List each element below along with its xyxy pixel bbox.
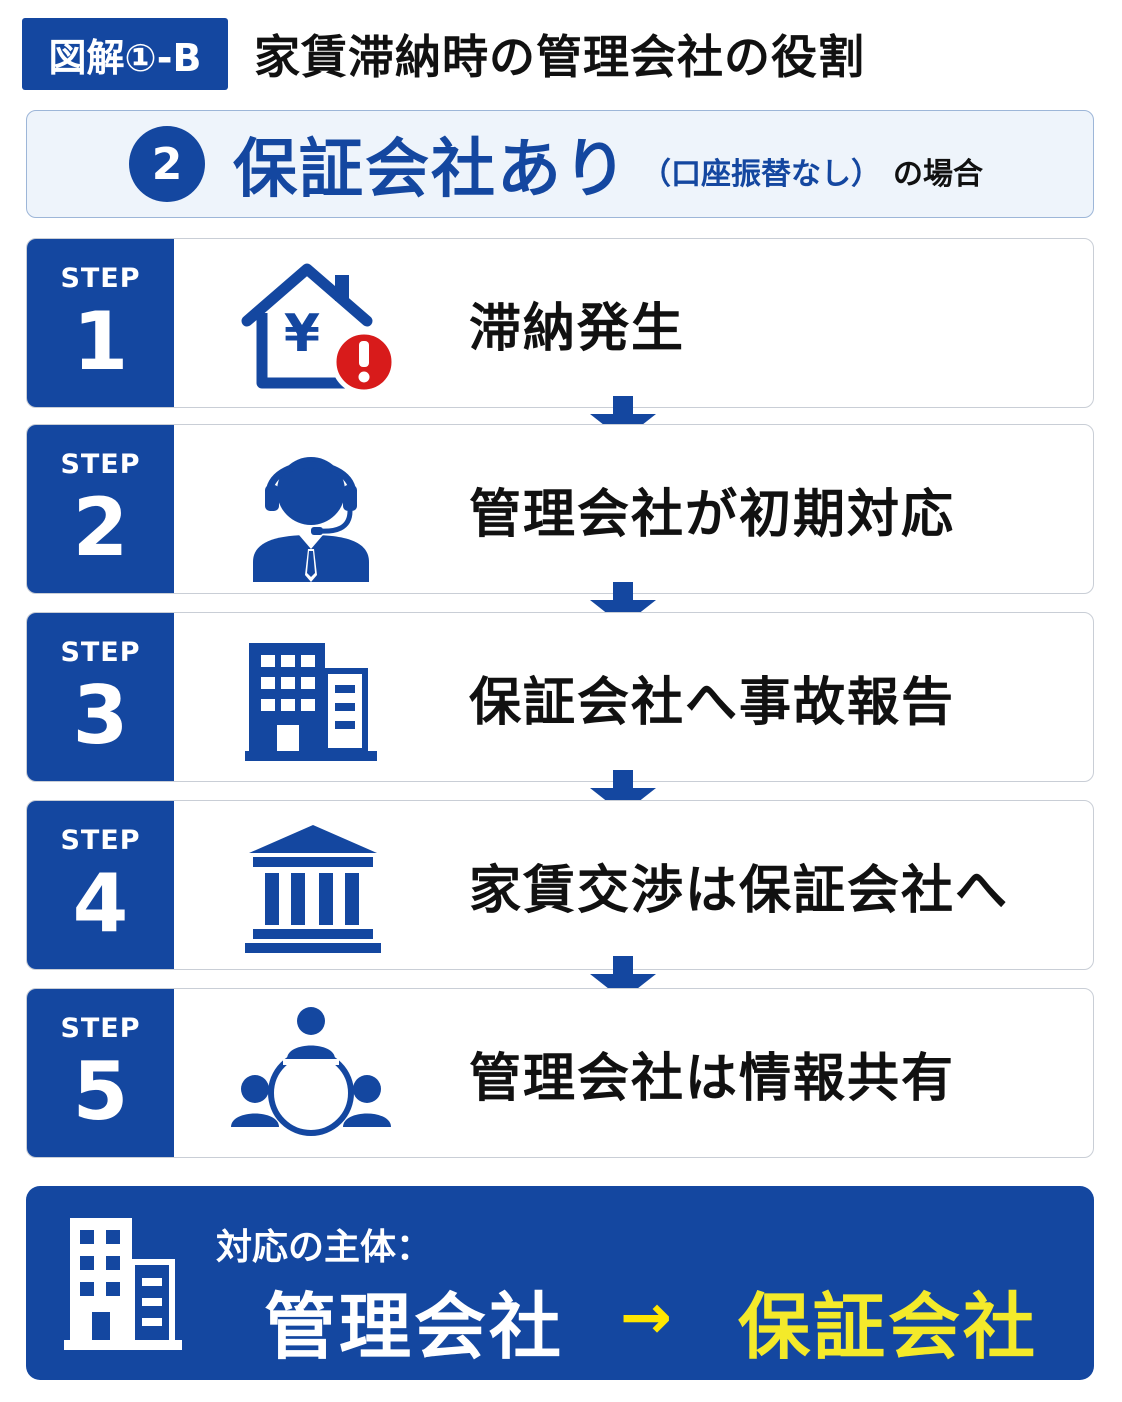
operator-headset-icon (207, 437, 407, 582)
step-text: 家賃交渉は保証会社へ (469, 860, 1010, 921)
bank-building-icon (207, 813, 407, 958)
case-suffix: の場合 (893, 157, 983, 192)
down-arrow-icon (590, 582, 656, 626)
case-title: 保証会社あり (233, 133, 629, 207)
step-text: 管理会社が初期対応 (469, 484, 956, 545)
header: 図解①-B 家賃滞納時の管理会社の役割 (22, 18, 1100, 90)
right-arrow-icon: → (620, 1280, 672, 1353)
step-number: 1 (72, 294, 129, 388)
case-banner: 2 保証会社あり （口座振替なし） の場合 (26, 110, 1094, 218)
step-3: STEP 3 保証会社へ事故報告 (26, 612, 1094, 782)
step-text: 管理会社は情報共有 (469, 1048, 956, 1109)
step-number: 3 (72, 668, 129, 762)
step-word: STEP (60, 636, 141, 668)
step-5: STEP 5 管理会社は情報共有 (26, 988, 1094, 1158)
people-network-icon (207, 1001, 407, 1146)
step-number: 5 (72, 1044, 129, 1138)
step-tab: STEP 4 (27, 801, 174, 969)
down-arrow-icon (590, 956, 656, 1000)
office-building-icon (207, 625, 407, 770)
step-number: 4 (72, 856, 129, 950)
case-subtitle: （口座振替なし） (641, 157, 881, 192)
step-word: STEP (60, 1012, 141, 1044)
summary-from: 管理会社 (264, 1285, 565, 1369)
step-tab: STEP 5 (27, 989, 174, 1157)
step-tab: STEP 3 (27, 613, 174, 781)
step-4: STEP 4 家賃交渉は保証会社へ (26, 800, 1094, 970)
step-text: 保証会社へ事故報告 (469, 672, 956, 733)
svg-text:¥: ¥ (284, 304, 320, 364)
step-1: STEP 1 ¥ 滞納発生 (26, 238, 1094, 408)
step-number: 2 (72, 480, 129, 574)
summary-label: 対応の主体： (216, 1227, 433, 1268)
page-title: 家賃滞納時の管理会社の役割 (254, 30, 865, 84)
building-icon (64, 1218, 182, 1350)
step-word: STEP (60, 824, 141, 856)
house-yen-alert-icon: ¥ (207, 251, 407, 396)
step-tab: STEP 2 (27, 425, 174, 593)
summary-banner: 対応の主体： 管理会社 → 保証会社 (26, 1186, 1094, 1380)
step-word: STEP (60, 448, 141, 480)
step-word: STEP (60, 262, 141, 294)
down-arrow-icon (590, 770, 656, 814)
figure-tag: 図解①-B (22, 18, 228, 90)
step-text: 滞納発生 (469, 298, 686, 359)
summary-to: 保証会社 (738, 1285, 1039, 1369)
step-2: STEP 2 管理会社が初期対応 (26, 424, 1094, 594)
down-arrow-icon (590, 396, 656, 440)
step-tab: STEP 1 (27, 239, 174, 407)
case-number-badge: 2 (129, 126, 205, 202)
